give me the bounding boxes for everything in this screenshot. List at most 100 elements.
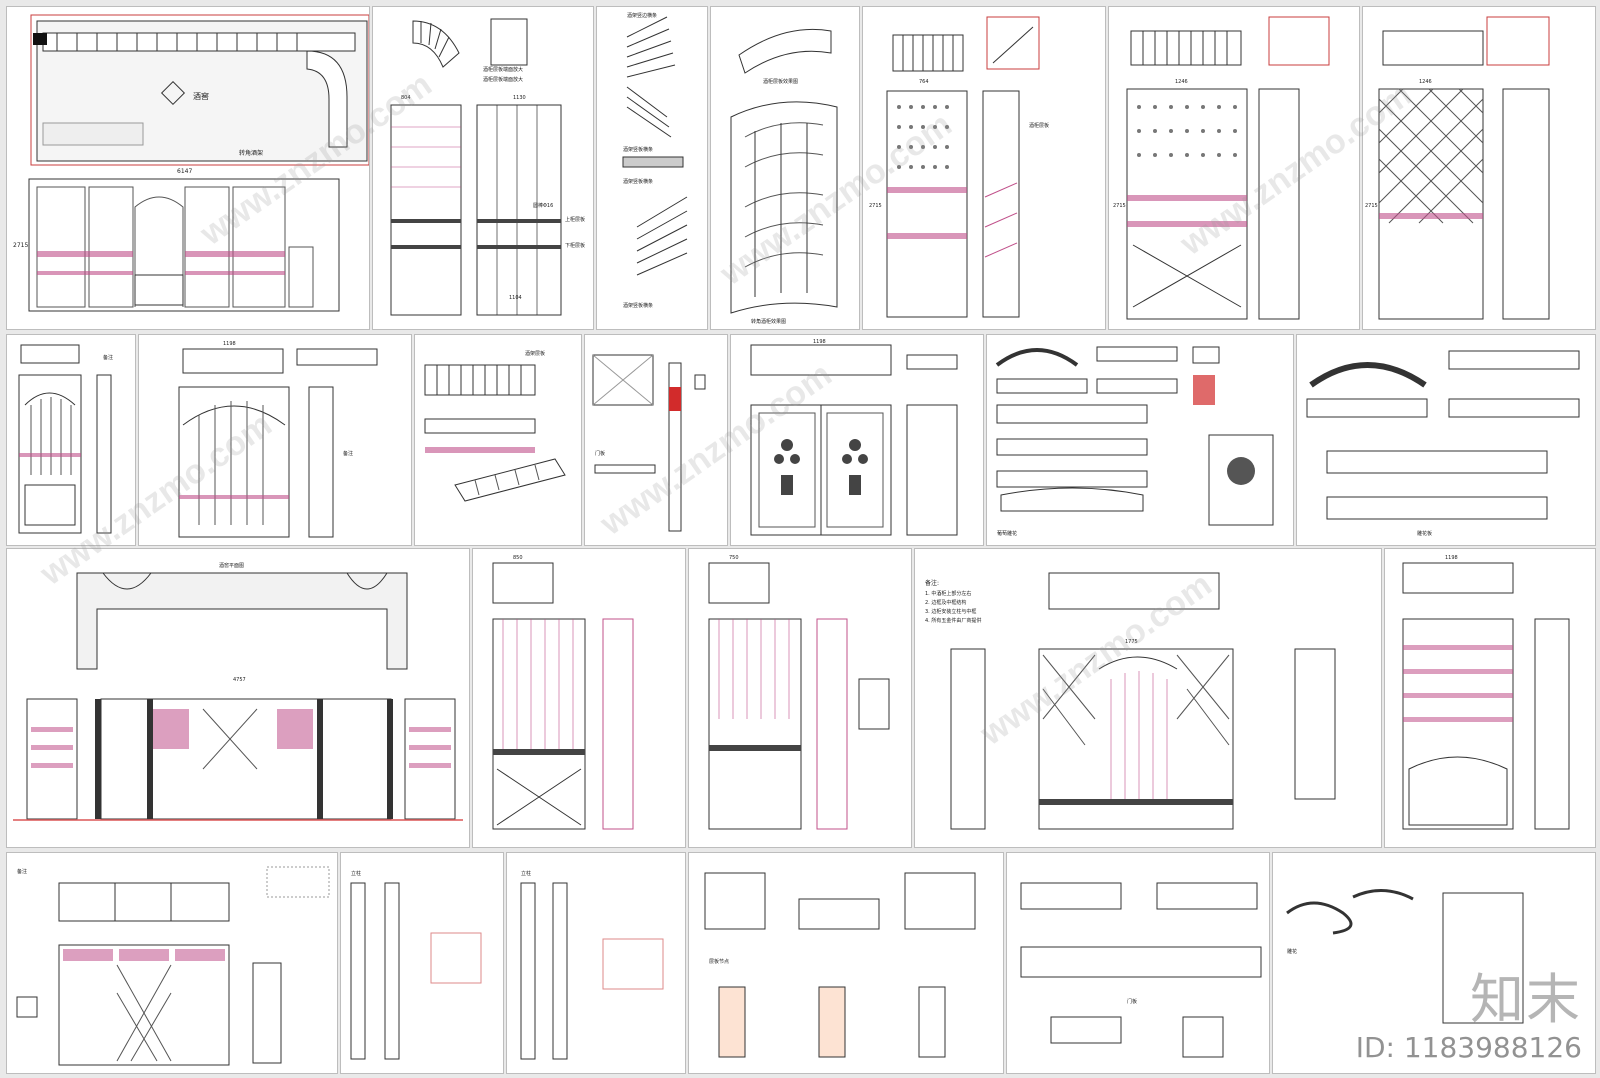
cellar-plan-drawing: 酒窖 转角酒架 6147 2715 (13, 14, 369, 312)
tall-cabinet-a-drawing: 850 (492, 555, 634, 830)
label-top-a: 酒柜层板端面放大 (483, 76, 523, 83)
cellar-overview-drawing: 酒窖平面图 4757 (13, 562, 463, 821)
dim-top: 1198 (813, 339, 826, 345)
dim-h: 2715 (1113, 203, 1126, 209)
panel-ornaments: 雕花 (1272, 852, 1596, 1074)
label-arch: 转角酒架 (239, 149, 263, 157)
panel-rack-boards: 酒架层板 (414, 334, 582, 546)
dim: 1198 (1445, 555, 1458, 561)
shelf-nodes-drawing: 层板节点 (704, 872, 976, 1058)
tall-cabinet-b-drawing: 750 (708, 555, 890, 830)
brand-id: ID: 1183988126 (1355, 1031, 1582, 1064)
label: 层板节点 (709, 958, 729, 965)
panel-pillar-detail: 门板 (584, 334, 728, 546)
label: 备注 (103, 354, 113, 361)
brand-logo: 知末 (1470, 968, 1582, 1031)
notes-title: 备注: (925, 579, 939, 587)
dim: 850 (513, 555, 523, 561)
arched-cabinet-drawing: 备注 (18, 344, 113, 534)
dim-w2: 1130 (513, 95, 526, 101)
panel-cabinet-sections: 酒柜层板端面放大 804 1130 圆棒Φ16 上柜层板 下柜层板 1104 酒… (372, 6, 594, 330)
carved-door-drawing: 1198 (750, 339, 958, 536)
label-b: 酒架竖板横条 (623, 146, 653, 153)
dim-top: 1198 (223, 341, 236, 347)
label: 雕花 (1287, 948, 1297, 955)
label: 立柱 (351, 870, 361, 877)
grape-carvings-drawing: 葡萄雕花 (995, 346, 1274, 537)
carved-panels-drawing: 雕花板 (1306, 350, 1580, 537)
rack-boards-drawing: 酒架层板 (424, 350, 566, 502)
panel-wine-cellar-plan-elevation: 酒窖 转角酒架 6147 2715 (6, 6, 370, 330)
dim-top: 6147 (177, 168, 192, 175)
middle-cabinet-drawing: 备注: 1. 中酒柜上部分左右 2. 边框及中框结构 3. 边柜安装立柱与中框 … (925, 572, 1336, 830)
panel-door-panels: 门板 (1006, 852, 1270, 1074)
dim-h: 2715 (1365, 203, 1378, 209)
panel-tall-cabinet-b: 750 (688, 548, 912, 848)
dim-w1: 804 (401, 95, 411, 101)
panel-arched-cabinet: 备注 (6, 334, 136, 546)
panel-grape-carvings: 葡萄雕花 (986, 334, 1294, 546)
panel-drawer-cabinet: 备注 (6, 852, 338, 1074)
door-panels-drawing: 门板 (1020, 882, 1262, 1058)
dim-top: 1246 (1419, 79, 1432, 85)
label-top-b: 酒柜层板端面放大 (483, 66, 523, 73)
panel-shelf-nodes: 层板节点 (688, 852, 1004, 1074)
panel-column-a: 立柱 (340, 852, 504, 1074)
dim-h: 2715 (869, 203, 882, 209)
label: 雕花板 (1417, 530, 1432, 537)
label: 门板 (595, 450, 605, 457)
label-e: 转角酒柜效果图 (751, 318, 786, 325)
rack-details-drawing: 酒架竖边横条 酒架竖板横条 酒架竖板横条 酒架竖板横条 (622, 12, 688, 309)
column-b-drawing: 立柱 (520, 870, 664, 1060)
label: 酒柜层板 (1029, 122, 1049, 129)
panel-tall-cabinet-a: 850 (472, 548, 686, 848)
side-cabinet-drawing: 1198 (1402, 555, 1570, 830)
label-a: 酒架竖边横条 (627, 12, 657, 19)
elevation-a-drawing: 764 酒柜层板 2715 (869, 16, 1049, 318)
label: 备注 (343, 450, 353, 457)
elevation-c-drawing: 1246 2715 (1365, 16, 1550, 320)
dim-total: 1775 (1125, 639, 1138, 645)
dim-w3: 1104 (509, 295, 522, 301)
panel-middle-cabinet: 备注: 1. 中酒柜上部分左右 2. 边框及中框结构 3. 边柜安装立柱与中框 … (914, 548, 1382, 848)
panel-corner-cabinet-render: 酒柜层板效果图 转角酒柜效果图 (710, 6, 860, 330)
panel-cabinet-elevation-c: 1246 2715 (1362, 6, 1596, 330)
label-mid: 圆棒Φ16 (533, 202, 553, 209)
label: 酒架层板 (525, 350, 545, 357)
panel-cabinet-elevation-b: 1246 2715 (1108, 6, 1360, 330)
cabinet-sections-drawing: 酒柜层板端面放大 804 1130 圆棒Φ16 上柜层板 下柜层板 1104 酒… (390, 18, 585, 316)
ornaments-drawing: 雕花 (1286, 888, 1524, 1024)
label: 门板 (1127, 998, 1137, 1005)
door-cabinet-drawing: 1198 备注 (178, 341, 378, 538)
label: 立柱 (521, 870, 531, 877)
elevation-b-drawing: 1246 2715 (1113, 16, 1330, 320)
panel-side-cabinet: 1198 (1384, 548, 1596, 848)
dim-height: 2715 (13, 242, 28, 249)
dim: 750 (729, 555, 739, 561)
column-a-drawing: 立柱 (350, 870, 482, 1060)
label-c: 酒架竖板横条 (623, 178, 653, 185)
panel-carved-panels: 雕花板 (1296, 334, 1596, 546)
label-d: 酒架竖板横条 (623, 302, 653, 309)
panel-door-cabinet: 1198 备注 (138, 334, 412, 546)
note-3: 3. 边柜安装立柱与中框 (925, 608, 976, 615)
panel-cabinet-elevation-a: 764 酒柜层板 2715 (862, 6, 1106, 330)
panel-wine-rack-details: 酒架竖边横条 酒架竖板横条 酒架竖板横条 酒架竖板横条 (596, 6, 708, 330)
note-1: 1. 中酒柜上部分左右 (925, 590, 971, 597)
dim-total: 4757 (233, 677, 246, 683)
pillar-detail-drawing: 门板 (592, 354, 706, 532)
label-down: 下柜层板 (565, 242, 585, 249)
corner-render-drawing: 酒柜层板效果图 转角酒柜效果图 (730, 28, 838, 325)
panel-carved-door-cabinet: 1198 (730, 334, 984, 546)
label: 葡萄雕花 (997, 530, 1017, 537)
brand-mark: 知末 ID: 1183988126 (1355, 968, 1582, 1065)
drawer-cabinet-drawing: 备注 (16, 866, 330, 1066)
panel-column-b: 立柱 (506, 852, 686, 1074)
label-up: 上柜层板 (565, 216, 585, 223)
label-top: 酒窖平面图 (219, 562, 244, 569)
label-hall: 酒窖 (193, 91, 209, 101)
note-2: 2. 边框及中框结构 (925, 599, 966, 606)
dim-top: 1246 (1175, 79, 1188, 85)
panel-cellar-overview: 酒窖平面图 4757 (6, 548, 470, 848)
dim-top: 764 (919, 79, 929, 85)
